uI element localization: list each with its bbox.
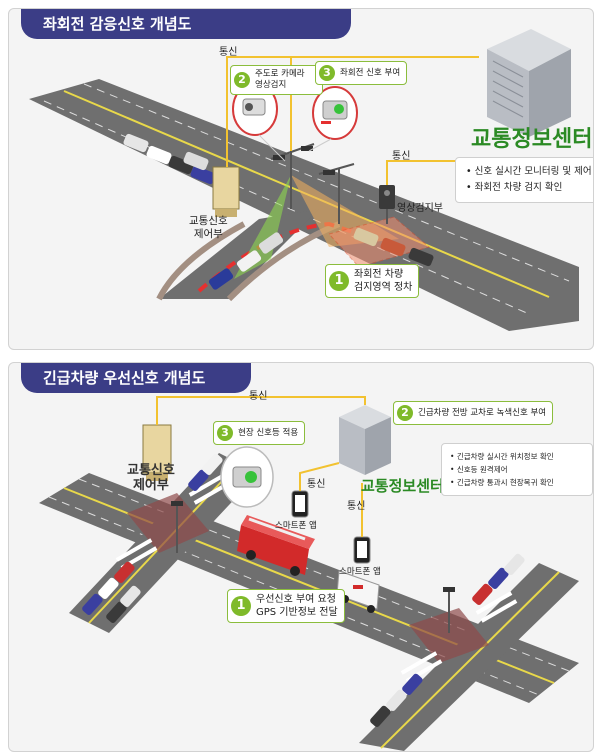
cars: [82, 453, 525, 727]
signal-controller-label: 교통신호 제어부: [127, 463, 175, 493]
camera-detection-beam: [234, 175, 291, 279]
comm-line: [156, 396, 366, 425]
smartphone-app-label: 스마트폰 앱: [275, 521, 317, 531]
comm-line: [226, 56, 292, 167]
video-detector-label: 영상검지부: [397, 203, 443, 214]
callout-text: 현장 신호등 적용: [238, 427, 299, 438]
step-number: 2: [234, 72, 250, 88]
callout-priority-request: 1 우선신호 부여 요청 GPS 기반정보 전달: [227, 589, 345, 623]
signal-controller-cabinet: [212, 166, 240, 217]
smartphone-icon: [353, 536, 371, 564]
main-road-lane-line: [83, 83, 570, 282]
signal-zoom-bubble: [220, 446, 274, 508]
step-number: 1: [329, 271, 349, 291]
function-item: 긴급차량 실시간 위치정보 확인: [450, 450, 584, 463]
callout-green-signal: 2 긴급차량 전방 교차로 녹색신호 부여: [393, 401, 554, 425]
callout-camera-detection: 2 주도로 카메라 영상검지: [230, 65, 323, 95]
cross-road: [359, 563, 579, 751]
road-sidewalk: [156, 221, 246, 301]
side-road: [159, 209, 319, 299]
callout-field-signal: 3 현장 신호등 적용: [213, 421, 306, 445]
signal-pole: [318, 163, 355, 224]
intersection: [409, 608, 489, 663]
main-road-lane-line: [43, 100, 530, 315]
function-item: 좌회전 차량 검지 확인: [466, 180, 593, 196]
traffic-center-functions: 긴급차량 실시간 위치정보 확인 신호등 원격제어 긴급차량 통과시 현장복귀 …: [441, 443, 593, 496]
comm-label: 통신: [307, 479, 326, 490]
callout-text: 주도로 카메라 영상검지: [255, 69, 305, 90]
signal-controller-label: 교통신호 제어부: [189, 215, 228, 240]
function-item: 신호등 원격제어: [450, 463, 584, 476]
smartphone-icon: [291, 490, 309, 518]
signal-zoom-bubble: [308, 86, 358, 152]
step-number: 3: [319, 65, 335, 81]
comm-label: 통신: [219, 47, 238, 58]
detection-zone: [328, 216, 431, 268]
step-number: 1: [231, 596, 251, 616]
comm-line: [299, 462, 340, 491]
comm-label: 통신: [392, 151, 411, 162]
callout-text: 긴급차량 전방 교차로 녹색신호 부여: [418, 407, 547, 418]
signal-pole: [171, 501, 183, 553]
traffic-center-title: 교통정보센터: [471, 127, 593, 152]
emergency-priority-panel: 긴급차량 우선신호 개념도 통신 통신 통신 2 긴급차량 전방 교차로 녹색신…: [8, 362, 594, 752]
smartphone-app-label: 스마트폰 앱: [339, 567, 381, 577]
comm-line: [386, 160, 479, 185]
traffic-center-building: [339, 405, 391, 475]
traffic-center-functions: 신호 실시간 모니터링 및 제어 좌회전 차량 검지 확인: [455, 157, 593, 203]
signal-pole: [443, 587, 455, 633]
video-detector-unit: [379, 185, 395, 224]
callout-left-turn-stop: 1 좌회전 차량 검지영역 정차: [325, 264, 420, 298]
intersection: [127, 493, 209, 553]
callout-text: 우선신호 부여 요청 GPS 기반정보 전달: [256, 594, 338, 618]
signal-controller-cabinet: [142, 424, 172, 481]
callout-text: 좌회전 차량 검지영역 정차: [354, 269, 413, 293]
left-turn-scene: [29, 29, 579, 331]
function-item: 긴급차량 통과시 현장복귀 확인: [450, 476, 584, 489]
step-number: 3: [217, 425, 233, 441]
callout-left-turn-signal: 3 좌회전 신호 부여: [315, 61, 408, 85]
left-turn-panel: 좌회전 감응신호 개념도 통신 통신 2 주도로 카메라 영상검지 3 좌회전 …: [8, 8, 594, 350]
crosswalk: [115, 473, 518, 683]
callout-text: 좌회전 신호 부여: [340, 67, 401, 78]
main-road: [29, 79, 579, 331]
traffic-center-building: [487, 29, 571, 137]
cars: [123, 133, 434, 290]
fire-truck: [237, 515, 315, 576]
function-item: 신호 실시간 모니터링 및 제어: [466, 164, 593, 180]
comm-label: 통신: [249, 391, 268, 402]
left-turn-panel-title: 좌회전 감응신호 개념도: [21, 9, 351, 39]
comm-label: 통신: [347, 501, 366, 512]
traffic-center-title: 교통정보센터: [361, 477, 444, 495]
signal-pole: [270, 143, 315, 209]
cross-road-centerline: [380, 571, 560, 749]
emergency-panel-title: 긴급차량 우선신호 개념도: [21, 363, 251, 393]
step-number: 2: [397, 405, 413, 421]
emergency-scene: [39, 396, 579, 751]
